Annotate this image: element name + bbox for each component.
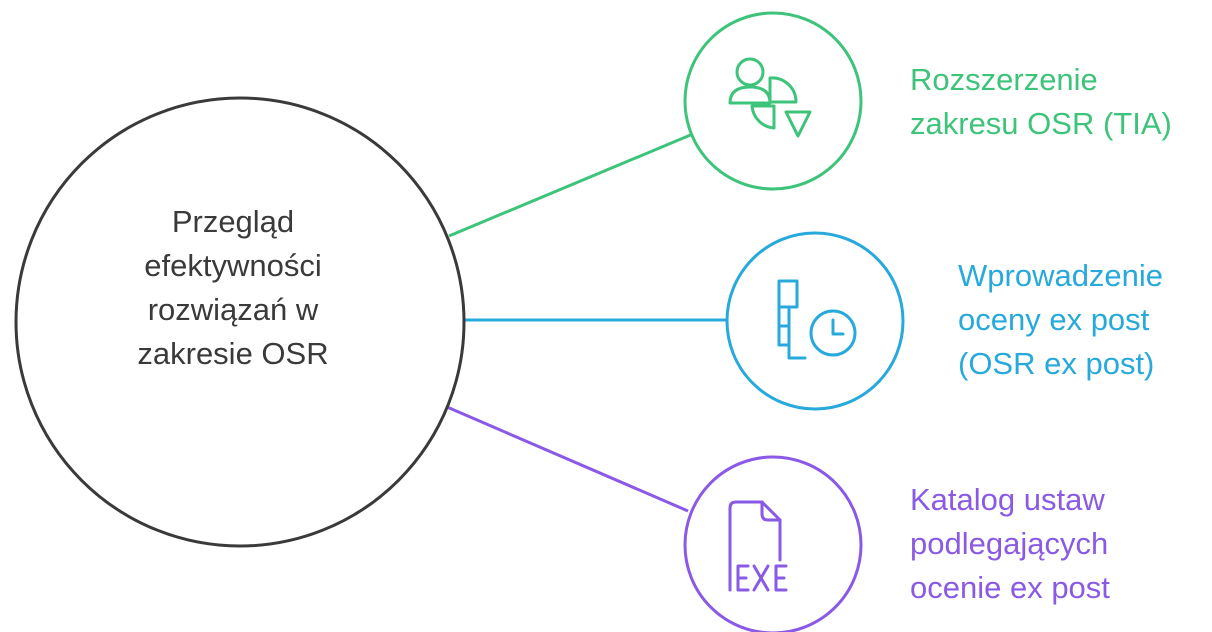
central-topic-line: efektywności xyxy=(144,248,322,283)
central-topic-line: zakresie OSR xyxy=(137,336,329,371)
branch-label-line: Wprowadzenie xyxy=(958,258,1164,293)
branch-label-line: Rozszerzenie xyxy=(910,62,1098,97)
central-topic-circle xyxy=(14,96,466,548)
central-topic-text: Przegląd efektywności rozwiązań w zakres… xyxy=(88,200,378,376)
central-topic-line: rozwiązań w xyxy=(147,292,319,327)
central-topic-line: Przegląd xyxy=(171,204,295,239)
branch-label-purple: Katalog ustaw podlegających ocenie ex po… xyxy=(910,478,1110,610)
branch-label-line: (OSR ex post) xyxy=(958,346,1155,381)
branch-label-line: podlegających xyxy=(910,526,1109,561)
branch-label-blue: Wprowadzenie oceny ex post (OSR ex post) xyxy=(958,254,1163,386)
branch-label-green: Rozszerzenie zakresu OSR (TIA) xyxy=(910,58,1172,146)
branch-circle-purple xyxy=(683,455,863,632)
branch-label-line: Katalog ustaw xyxy=(910,482,1105,517)
branch-label-line: ocenie ex post xyxy=(910,570,1110,605)
exe-file-icon xyxy=(728,500,788,592)
branch-label-line: oceny ex post xyxy=(958,302,1150,337)
connector-purple xyxy=(446,405,689,513)
connector-green xyxy=(448,129,701,238)
user-chart-icon xyxy=(728,57,812,138)
timeline-clock-icon xyxy=(777,279,857,360)
branch-label-line: zakresu OSR (TIA) xyxy=(910,106,1172,141)
